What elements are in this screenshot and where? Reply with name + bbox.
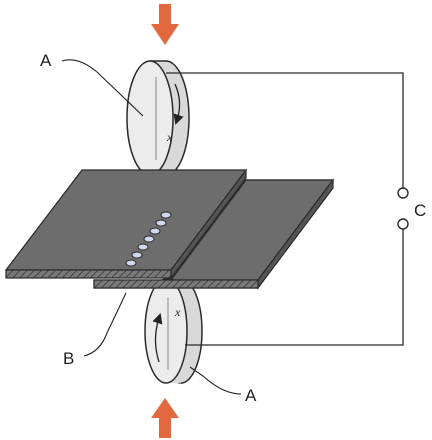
lower-sheet [93, 178, 335, 290]
label-weld-interface: B [63, 349, 74, 368]
weld-seam [125, 211, 172, 267]
force-arrow-top-icon [151, 4, 179, 45]
axle-mark-icon: x [174, 305, 181, 319]
bottom-electrode-wheel: x [144, 278, 203, 384]
top-electrode-wheel: x [126, 60, 190, 176]
circuit-wiring [166, 72, 404, 346]
upper-sheet [4, 168, 248, 280]
circuit-terminals [397, 187, 409, 230]
label-electrode-bottom: A [245, 386, 257, 405]
rotation-arrow-bottom-icon [152, 313, 163, 363]
force-arrow-bottom-icon [151, 398, 179, 438]
leader-lines [61, 59, 242, 395]
rotation-arrow-top-icon [173, 83, 184, 125]
label-electrode-top: A [40, 51, 52, 70]
axle-mark-icon: x [166, 130, 173, 144]
label-circuit: C [414, 201, 426, 220]
